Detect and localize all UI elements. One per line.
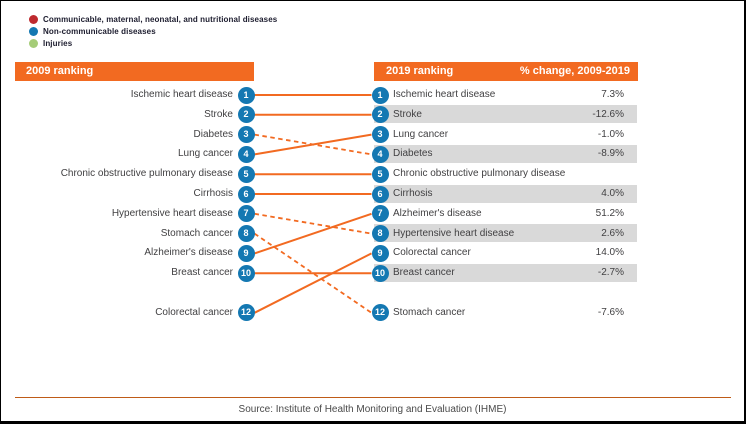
cause-2019-label: Cirrhosis	[393, 188, 433, 199]
rank-badge-2019: 6	[371, 185, 389, 203]
rank-badge-2009: 4	[237, 145, 255, 163]
rank-badge-2009: 10	[237, 264, 255, 282]
cause-2009-label: Chronic obstructive pulmonary disease	[60, 168, 233, 180]
rank-connector-line	[254, 252, 372, 314]
green-dot-icon	[29, 38, 38, 48]
cause-2009-label: Stomach cancer	[160, 227, 233, 239]
cause-2019-label: Ischemic heart disease	[393, 89, 496, 100]
pct-change-value: -12.6%	[592, 108, 624, 120]
pct-change-value: 4.0%	[601, 188, 624, 199]
rank-badge-2019: 7	[371, 205, 389, 223]
rank-badge-2019: 10	[371, 264, 389, 282]
table-row-band	[374, 263, 637, 282]
legend-item-communicable: Communicable, maternal, neonatal, and nu…	[29, 13, 277, 25]
rank-badge-2019: 9	[371, 244, 389, 262]
cause-2009-label: Diabetes	[193, 128, 233, 140]
legend-label: Non-communicable diseases	[43, 26, 156, 36]
rank-badge-2019: 12	[371, 304, 389, 322]
cause-2019-label: Lung cancer	[393, 128, 449, 140]
legend-label: Communicable, maternal, neonatal, and nu…	[43, 14, 278, 24]
header-2019-ranking: 2019 ranking % change, 2009-2019	[374, 62, 638, 81]
rank-badge-2009: 9	[237, 244, 255, 262]
cause-2019-label: Alzheimer's disease	[393, 207, 482, 219]
blue-dot-icon	[29, 26, 38, 36]
source-text: Source: Institute of Health Monitoring a…	[238, 404, 507, 415]
header-2019-label: 2019 ranking	[386, 65, 454, 77]
rank-badge-2009: 7	[237, 205, 255, 223]
cause-2009-label: Stroke	[204, 108, 233, 120]
pct-change-value: -8.9%	[597, 148, 624, 160]
rank-connector-line	[254, 212, 372, 235]
cause-2019-label: Diabetes	[393, 148, 433, 160]
cause-2019-label: Chronic obstructive pulmonary disease	[393, 168, 566, 180]
table-row-band	[374, 144, 637, 163]
red-dot-icon	[29, 14, 38, 24]
table-row-band	[374, 105, 637, 124]
rank-badge-2019: 2	[371, 106, 389, 124]
rank-connector-line	[254, 212, 372, 255]
pct-change-value: -7.6%	[597, 306, 624, 318]
cause-2019-label: Stroke	[393, 108, 422, 120]
legend-item-noncommunicable: Non-communicable diseases	[29, 25, 277, 37]
table-row-band	[374, 224, 637, 243]
rank-badge-2009: 5	[237, 165, 255, 183]
header-2009-ranking: 2009 ranking	[15, 62, 254, 81]
pct-change-value: 14.0%	[595, 247, 624, 259]
header-pct-change-label: % change, 2009-2019	[519, 65, 630, 77]
cause-2009-label: Cirrhosis	[193, 188, 233, 199]
pct-change-value: 51.2%	[595, 207, 624, 219]
cause-2009-label: Ischemic heart disease	[130, 89, 233, 100]
legend: Communicable, maternal, neonatal, and nu…	[29, 13, 277, 49]
rank-badge-2019: 4	[371, 145, 389, 163]
cause-2019-label: Stomach cancer	[393, 306, 466, 318]
cause-2009-label: Colorectal cancer	[155, 306, 233, 318]
rank-badge-2009: 3	[237, 126, 255, 144]
rank-badge-2019: 5	[371, 165, 389, 183]
cause-2009-label: Lung cancer	[177, 148, 233, 160]
legend-item-injuries: Injuries	[29, 37, 277, 49]
cause-2009-label: Alzheimer's disease	[144, 247, 233, 259]
cause-2019-label: Colorectal cancer	[393, 247, 471, 259]
pct-change-value: 2.6%	[601, 227, 624, 239]
rank-badge-2019: 1	[371, 86, 389, 104]
rank-badge-2009: 6	[237, 185, 255, 203]
rank-badge-2009: 2	[237, 106, 255, 124]
rank-badge-2009: 1	[237, 86, 255, 104]
pct-change-value: 7.3%	[601, 89, 624, 100]
rank-connector-line	[254, 133, 372, 156]
rank-badge-2019: 8	[371, 225, 389, 243]
pct-change-value: -2.7%	[597, 267, 624, 279]
rank-badge-2009: 12	[237, 304, 255, 322]
cause-2009-label: Hypertensive heart disease	[111, 207, 233, 219]
cause-2019-label: Breast cancer	[393, 267, 455, 279]
rank-badge-2019: 3	[371, 126, 389, 144]
cause-2019-label: Hypertensive heart disease	[393, 227, 515, 239]
legend-label: Injuries	[43, 38, 73, 48]
footer-divider	[15, 397, 731, 398]
cause-2009-label: Breast cancer	[171, 267, 233, 279]
pct-change-value: -1.0%	[597, 128, 624, 140]
table-row-band	[374, 184, 637, 203]
rank-badge-2009: 8	[237, 225, 255, 243]
